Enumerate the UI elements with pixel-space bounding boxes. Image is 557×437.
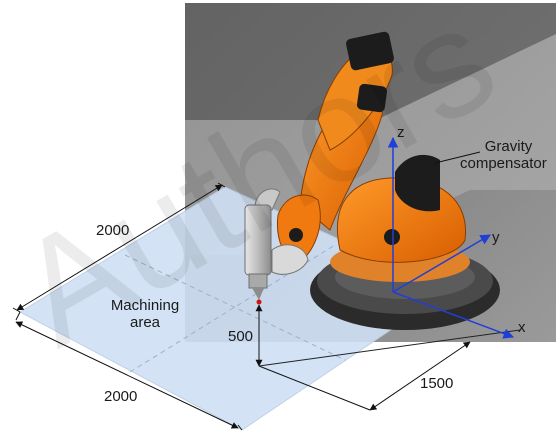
dim-label-1500: 1500 [420,375,454,392]
dimension-lines [12,151,521,431]
machining-area-line1: Machining [110,297,180,314]
dim-label-2000-bottom: 2000 [104,388,138,405]
axis-label-x: x [518,319,526,336]
machining-area-line2: area [129,314,161,331]
axis-label-y: y [492,229,500,246]
machining-area-label: Machining area [104,297,186,331]
gravity-compensator-label: Gravity compensator [460,138,557,172]
spindle-tool [244,188,281,305]
coordinate-axes [387,136,514,339]
dim-label-500: 500 [228,328,254,345]
axis-label-z: z [397,124,405,141]
y-axis-line [392,234,491,293]
x-axis-line [392,291,514,339]
gravity-compensator-line1: Gravity [484,138,533,155]
dim-label-2000-top: 2000 [96,222,130,239]
robot-arm [271,31,467,275]
gravity-compensator-line2: compensator [460,155,547,172]
